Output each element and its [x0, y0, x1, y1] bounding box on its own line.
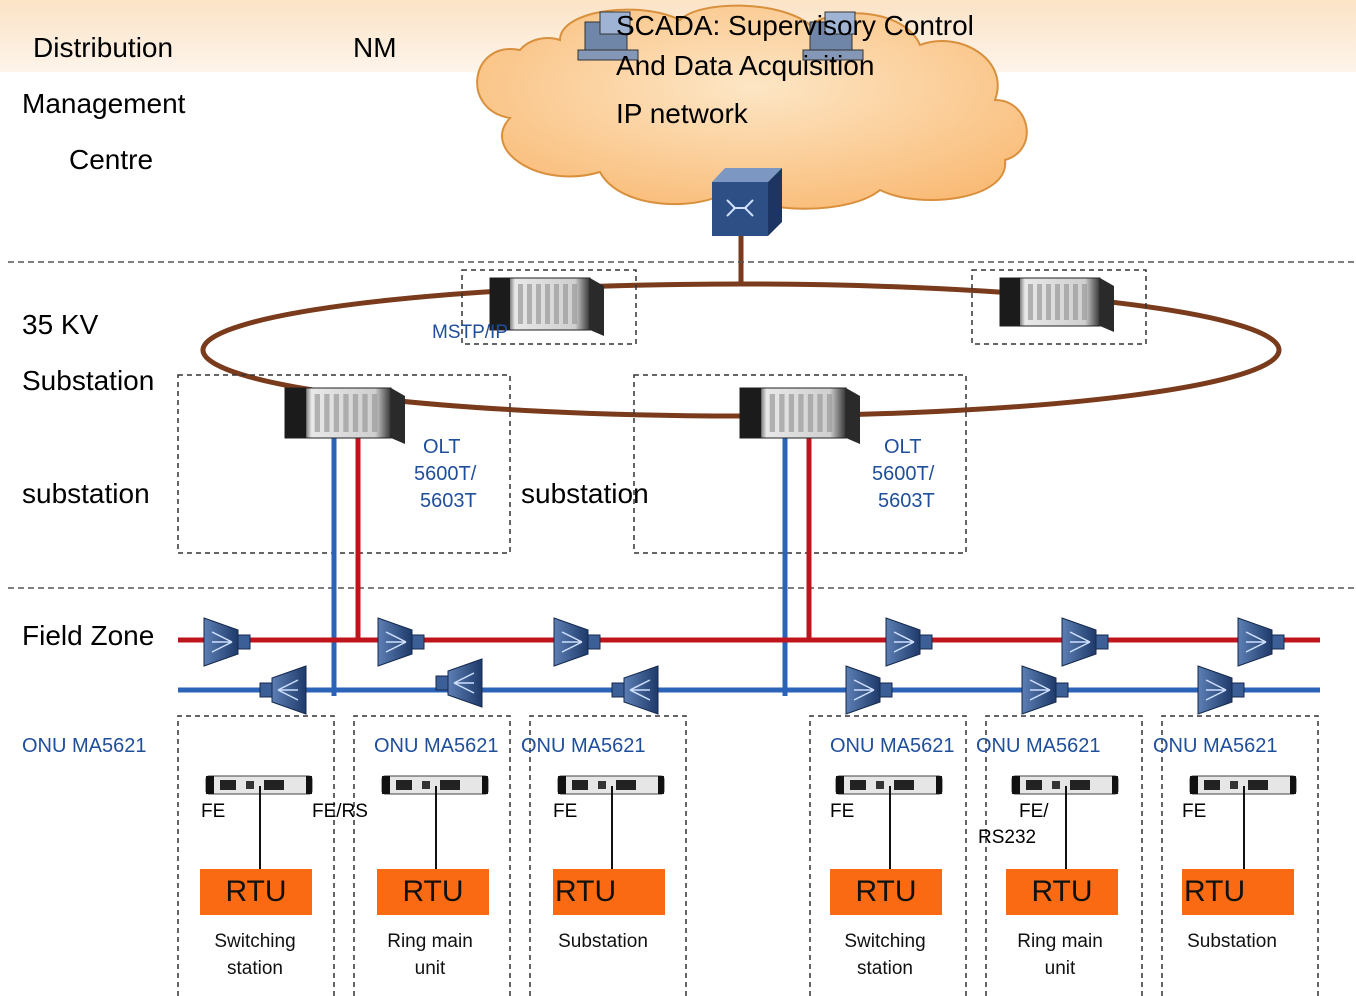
splitter-icon [845, 665, 893, 715]
scada-server-icon [802, 11, 864, 61]
label-olt-1: OLT [423, 436, 461, 458]
label-olt-model-2a: 5600T/ [872, 463, 935, 485]
splitter-icon [203, 617, 251, 667]
splitter-icon [611, 665, 659, 715]
splitter-icon [1061, 617, 1109, 667]
site-caption: Substation [1187, 931, 1277, 952]
label-substation-2: substation [521, 478, 649, 509]
port-label: FE/ [1019, 801, 1049, 822]
label-nm: NM [353, 32, 397, 63]
label-mstp-ip: MSTP/IP [432, 322, 509, 343]
onu-device-icon [381, 775, 489, 795]
splitter-icon [885, 617, 933, 667]
rtu-box: RTU [200, 869, 312, 915]
splitter-icon [259, 665, 307, 715]
label-substation-cap: Substation [22, 365, 155, 396]
onu-boxes [177, 715, 1319, 996]
router-icon [712, 168, 782, 236]
onu-label: ONU MA5621 [521, 735, 646, 757]
ring-node-box [461, 269, 637, 345]
splitter-icon [1237, 617, 1285, 667]
label-distribution: Distribution [33, 32, 174, 63]
label-olt-2: OLT [884, 436, 922, 458]
splitter-icon [377, 617, 425, 667]
splitter-icon [1197, 665, 1245, 715]
label-olt-model-1a: 5600T/ [414, 463, 477, 485]
port-label: FE [201, 801, 226, 822]
onu-device-icon [1189, 775, 1297, 795]
label-centre: Centre [69, 144, 154, 175]
onu-label: ONU MA5621 [976, 735, 1101, 757]
label-field-zone: Field Zone [22, 620, 155, 651]
port-label: RS232 [978, 827, 1037, 848]
onu-device-icon [557, 775, 665, 795]
label-management: Management [22, 88, 186, 119]
substation-box [177, 374, 511, 554]
onu-device-icon [205, 775, 313, 795]
substation-box [633, 374, 967, 554]
rtu-box: RTU [377, 869, 489, 915]
label-35kv: 35 KV [22, 309, 99, 340]
port-label: FE [1182, 801, 1207, 822]
label-substation-1: substation [22, 478, 150, 509]
ring-node-box [971, 269, 1147, 345]
onu-label: ONU MA5621 [374, 735, 499, 757]
label-olt-model-1b: 5603T [420, 490, 477, 512]
splitter-icon [553, 617, 601, 667]
rtu-box: RTU [553, 869, 665, 915]
splitter-icon [435, 658, 483, 708]
label-olt-model-2b: 5603T [878, 490, 935, 512]
olt-icon [739, 387, 860, 444]
onu-label: ONU MA5621 [830, 735, 955, 757]
rtu-box: RTU [1006, 869, 1118, 915]
mstp-node-icon [999, 277, 1114, 332]
label-scada-2: And Data Acquisition [616, 50, 875, 81]
label-scada-1: SCADA: Supervisory Control [616, 10, 974, 41]
onu-label: ONU MA5621 [1153, 735, 1278, 757]
rtu-box: RTU [830, 869, 942, 915]
label-ip-network: IP network [616, 98, 748, 129]
olt-icon [284, 387, 405, 444]
nm-server-icon [577, 11, 639, 61]
site-caption: Substation [558, 931, 648, 952]
onu-label: ONU MA5621 [22, 735, 147, 757]
mstp-node-icon [489, 277, 604, 336]
rtu-box: RTU [1182, 869, 1294, 915]
port-label: FE [830, 801, 855, 822]
splitter-icon [1021, 665, 1069, 715]
port-label: FE [553, 801, 578, 822]
port-label: FE/RS [312, 801, 368, 822]
